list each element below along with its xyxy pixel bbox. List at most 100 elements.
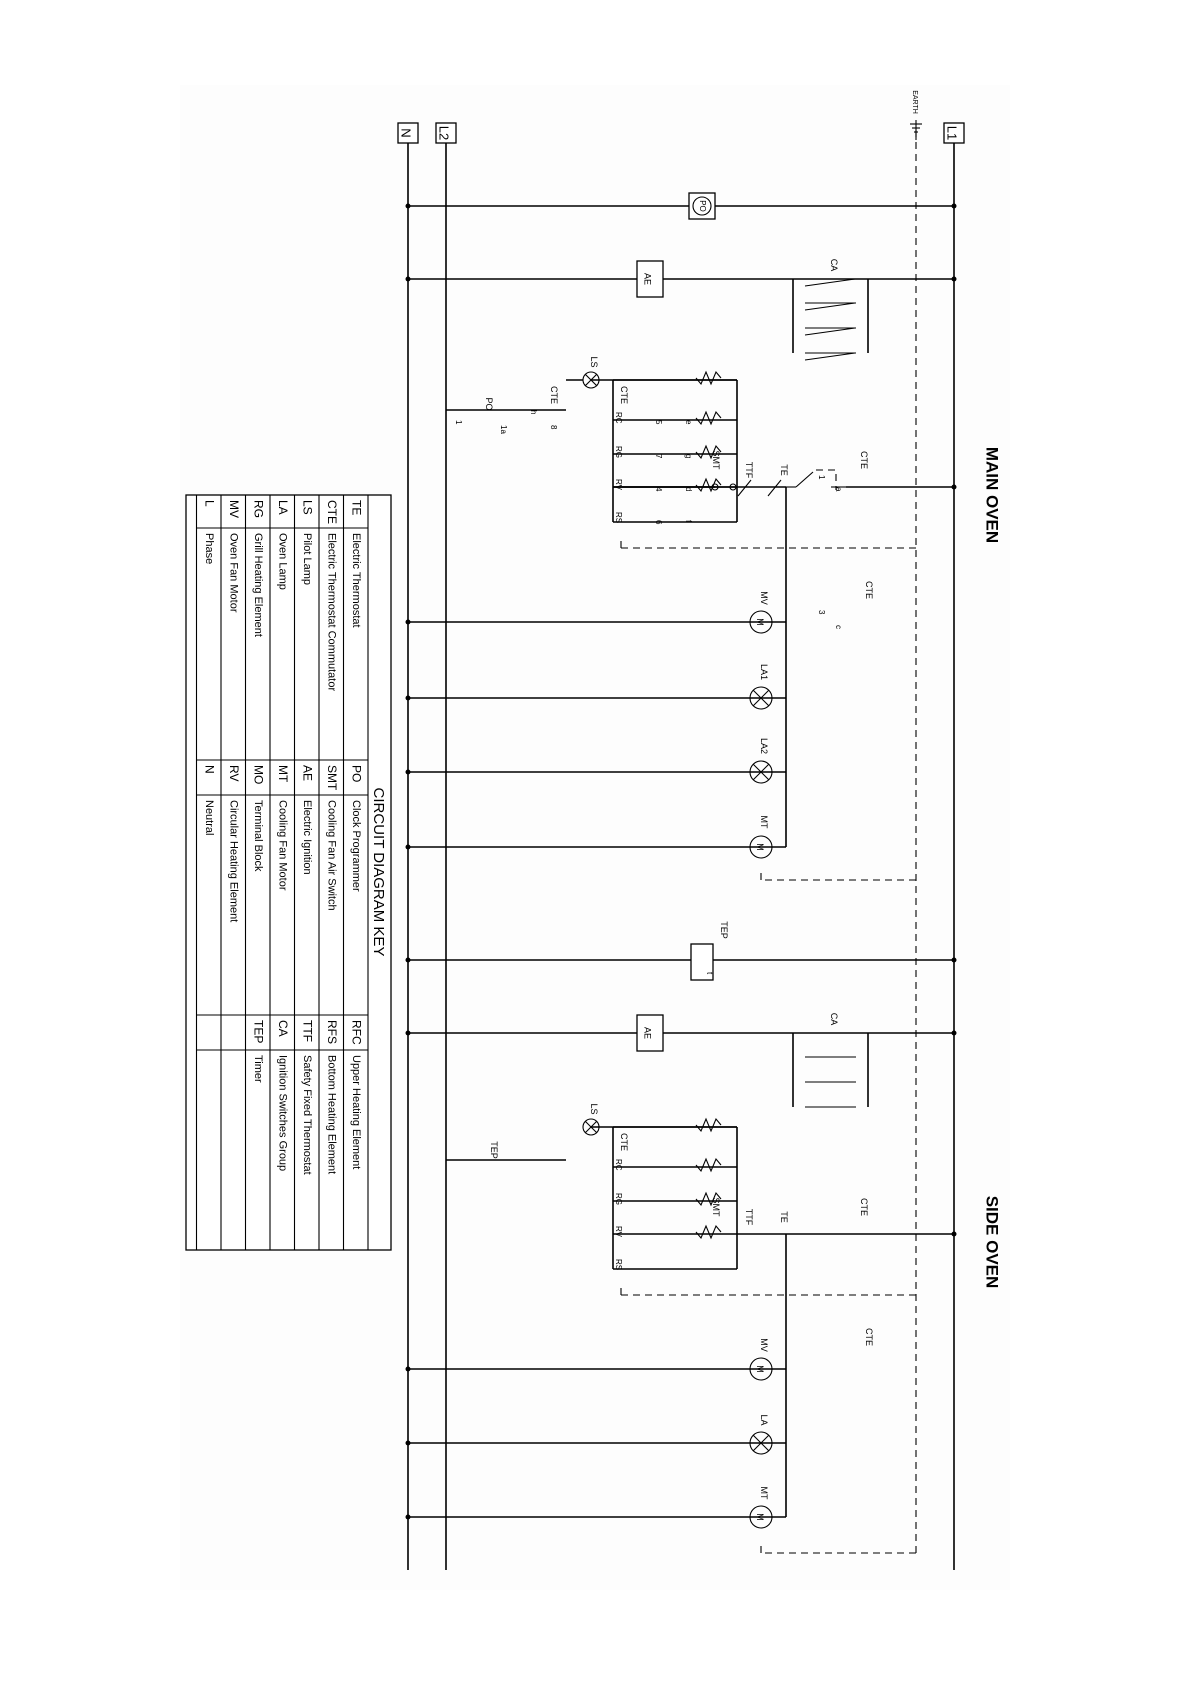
label-smt-side: SMT <box>711 1198 721 1218</box>
section-side-oven: SIDE OVEN <box>983 1196 1002 1289</box>
ae-side <box>636 1014 664 1052</box>
label-tep: TEP <box>719 921 729 939</box>
label-L2: L2 <box>437 126 452 140</box>
label-smt-main: SMT <box>711 451 721 471</box>
la1-lamp <box>749 686 773 710</box>
label-n1-main: 1 <box>817 475 826 480</box>
heating-elements-main <box>613 419 737 488</box>
label-t-tep: t <box>705 972 714 975</box>
key-code: LS <box>301 500 315 515</box>
key-code: RFC <box>350 1020 364 1045</box>
key-description: Safety Fixed Thermostat <box>301 1055 313 1175</box>
label-n8-main: 8 <box>549 425 558 430</box>
mv-motor-side <box>749 1357 773 1381</box>
label-rg-main: RG <box>614 446 623 458</box>
section-main-oven: MAIN OVEN <box>983 447 1002 543</box>
label-te-side: TE <box>779 1211 789 1223</box>
label-a-main: a <box>834 487 843 492</box>
label-n4-main: 4 <box>654 487 663 492</box>
label-ls-side: LS <box>589 1103 599 1114</box>
label-cte-a: CTE <box>859 451 869 469</box>
label-n6-main: 6 <box>654 520 663 525</box>
heating-elements-side <box>613 1166 737 1202</box>
label-rv-side: RV <box>614 1226 623 1238</box>
key-code: SMT <box>325 765 339 791</box>
la2-lamp <box>749 760 773 784</box>
label-n5-main: 5 <box>654 420 663 425</box>
label-po-switch: PO <box>484 397 494 410</box>
ls-lamp-side <box>582 1118 600 1136</box>
label-cte-c-main: CTE <box>864 581 874 599</box>
label-ae-side: AE <box>643 1027 653 1039</box>
terminal-L1 <box>943 122 965 144</box>
label-rs-side: RS <box>614 1259 623 1270</box>
key-description: Bottom Heating Element <box>325 1055 337 1174</box>
rotated-drawing: L1 L2 N EARTH MAIN OVEN SIDE OVEN PO AE … <box>185 90 1002 1570</box>
label-L1: L1 <box>945 126 960 140</box>
key-description: Terminal Block <box>252 800 264 872</box>
label-g-main: g <box>684 454 693 458</box>
label-ttf-main: TTF <box>744 462 754 479</box>
key-description: Oven Fan Motor <box>227 533 239 613</box>
key-description: Electric Thermostat Commutator <box>325 533 337 691</box>
label-la-side: LA <box>759 1414 769 1425</box>
label-cte-side-inner: CTE <box>619 1133 629 1151</box>
label-te-main: TE <box>779 464 789 476</box>
key-code: TEP <box>252 1020 266 1043</box>
key-code: PO <box>350 765 364 782</box>
key-description: Electric Thermostat <box>350 533 362 628</box>
ca-switches-side <box>805 1032 856 1108</box>
key-description: Clock Programmer <box>350 800 362 892</box>
label-tep-switch: TEP <box>489 1141 499 1159</box>
label-ttf-side: TTF <box>744 1209 754 1226</box>
label-h-main: h <box>529 410 538 414</box>
label-mt-side: MT <box>759 1487 769 1500</box>
resistors-side <box>695 1117 722 1240</box>
key-description: Cooling Fan Motor <box>276 800 288 891</box>
label-e-main: e <box>684 420 693 425</box>
label-ca-side: CA <box>829 1013 839 1026</box>
key-code: MT <box>276 765 290 783</box>
ca-switches-main <box>804 278 856 361</box>
label-earth: EARTH <box>911 90 918 114</box>
label-d-main: d <box>684 487 693 491</box>
label-rc-main: RC <box>614 412 623 424</box>
label-mv-main: MV <box>759 591 769 605</box>
terminal-L2 <box>435 122 457 144</box>
key-code: N <box>203 765 217 774</box>
earth-icon <box>910 120 922 140</box>
key-code: RG <box>252 500 266 518</box>
resistors-main <box>695 370 722 493</box>
label-m-mv-side: M <box>755 1365 765 1373</box>
terminal-N <box>397 122 419 144</box>
label-ls-main: LS <box>589 356 599 367</box>
label-m-mt-side: M <box>755 1513 765 1521</box>
label-f-main: f <box>684 520 693 523</box>
key-code: L <box>203 500 217 507</box>
key-code: TTF <box>301 1020 315 1042</box>
key-description: Circular Heating Element <box>227 800 239 922</box>
key-description: Neutral <box>203 800 215 835</box>
key-code: LA <box>276 500 290 515</box>
key-description: Ignition Switches Group <box>276 1055 288 1171</box>
ae-main <box>636 260 664 298</box>
label-N: N <box>399 128 414 137</box>
key-code: CA <box>276 1020 290 1037</box>
key-title: CIRCUIT DIAGRAM KEY <box>370 788 387 957</box>
label-m-mv-main: M <box>755 618 765 626</box>
earth-bonds <box>620 540 916 1554</box>
key-code: AE <box>301 765 315 781</box>
key-description: Grill Heating Element <box>252 533 264 637</box>
label-m-mt-main: M <box>755 843 765 851</box>
label-la2: LA2 <box>759 738 769 754</box>
key-description: Oven Lamp <box>276 533 288 590</box>
cte-switch-a <box>786 469 846 490</box>
label-c-main: c <box>834 625 843 629</box>
key-description: Electric Ignition <box>301 800 313 875</box>
key-description: Timer <box>252 1055 264 1083</box>
label-ca-main: CA <box>829 259 839 272</box>
label-1a-po: 1a <box>499 425 508 434</box>
tep-timer <box>690 943 714 981</box>
